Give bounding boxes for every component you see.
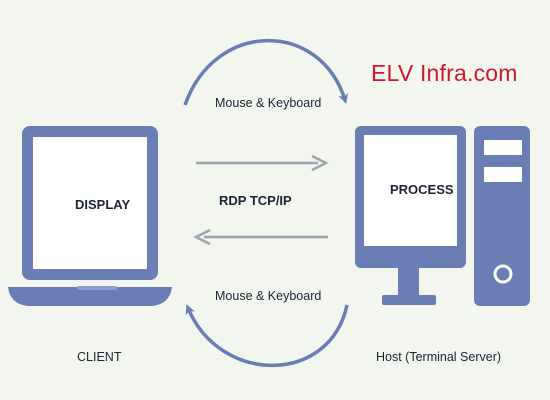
pc-tower-icon (474, 126, 530, 306)
bottom-arrow-label: Mouse & Keyboard (215, 289, 322, 303)
monitor-icon (355, 126, 466, 305)
top-arrow-label: Mouse & Keyboard (215, 96, 322, 110)
curved-arrow-icon (185, 304, 349, 367)
protocol-label: RDP TCP/IP (219, 193, 292, 208)
arrow-left-icon (193, 228, 328, 246)
host-caption: Host (Terminal Server) (376, 350, 502, 364)
watermark: ELV Infra.com (371, 60, 518, 86)
arrow-right-icon (196, 154, 329, 172)
client-screen-label: DISPLAY (75, 197, 131, 212)
client-caption: CLIENT (77, 350, 122, 364)
host-screen-label: PROCESS (390, 182, 454, 197)
curved-arrow-icon (183, 38, 348, 106)
laptop-icon (8, 126, 172, 306)
